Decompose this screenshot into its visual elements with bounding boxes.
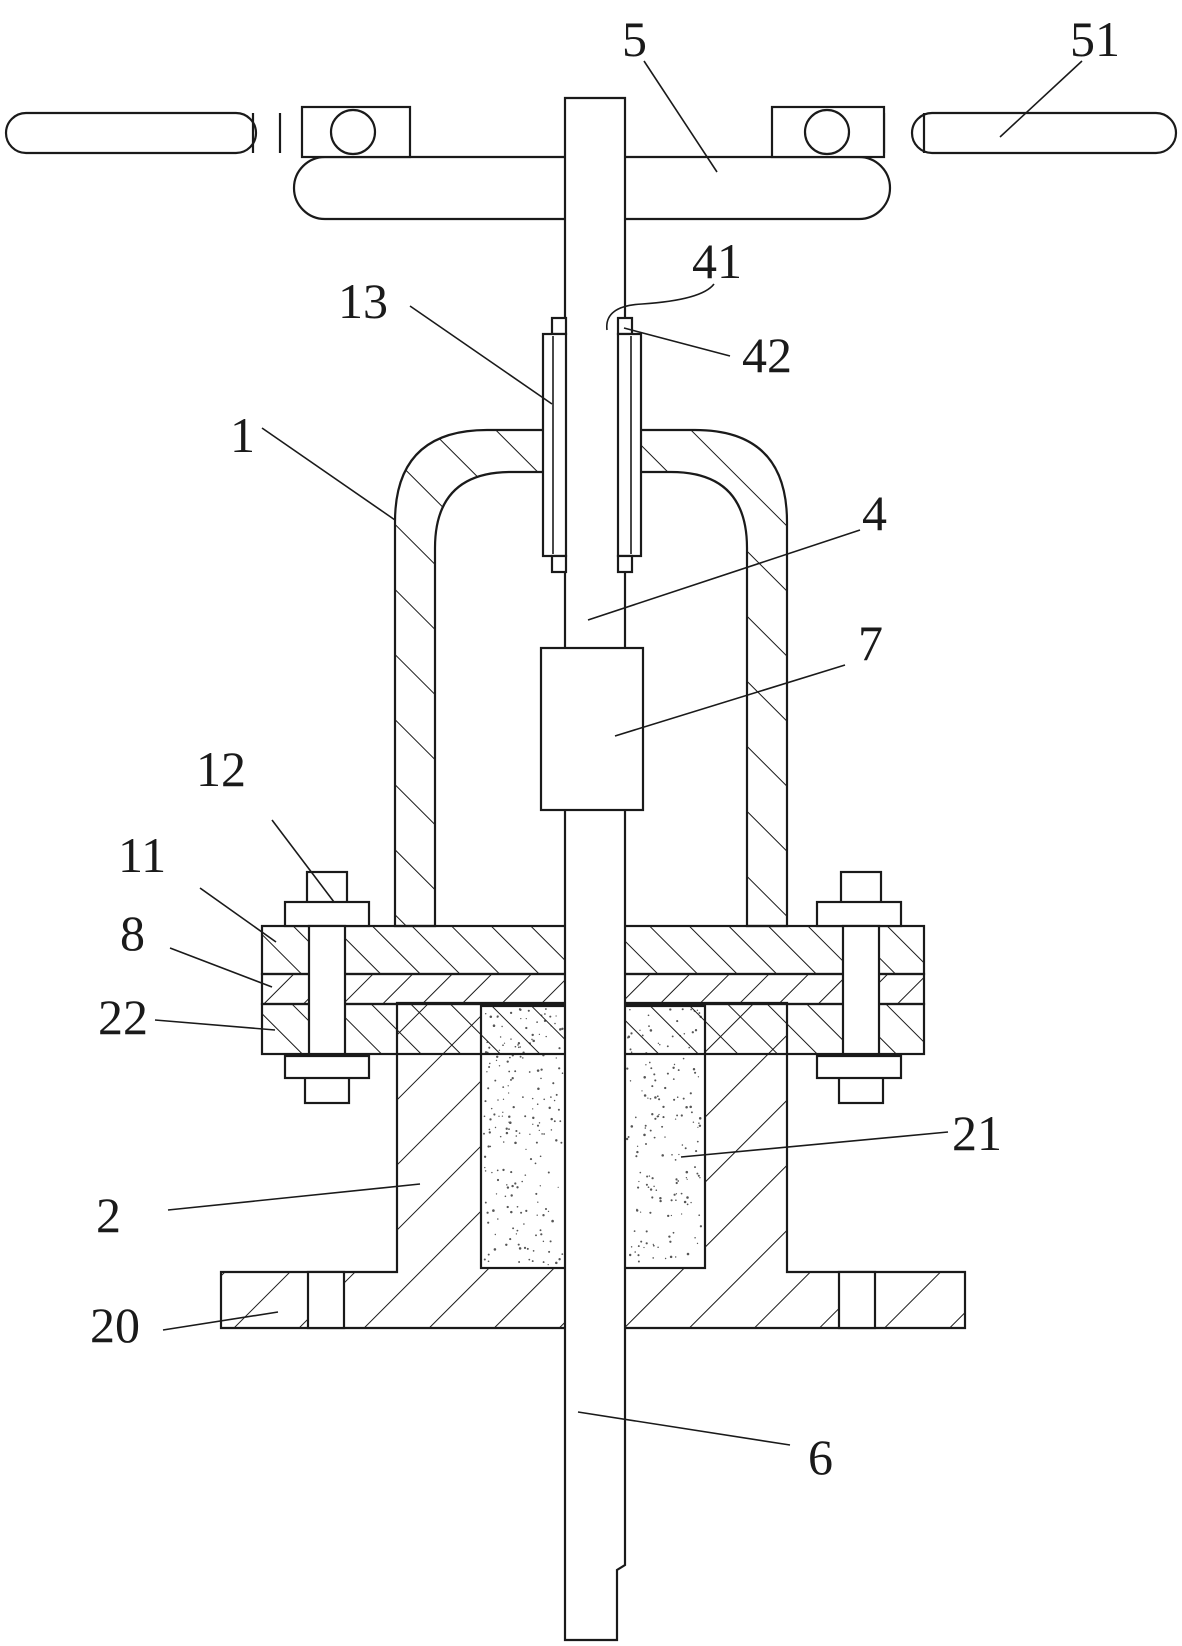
central-shaft <box>563 96 627 1642</box>
guide-rod-left <box>541 316 568 574</box>
label-5: 5 <box>622 11 647 67</box>
label-11: 11 <box>118 827 166 883</box>
clamp-roller-right <box>803 108 851 156</box>
label-12: 12 <box>196 741 246 797</box>
handle-assembly <box>4 105 1178 221</box>
label-22: 22 <box>98 989 148 1045</box>
label-4: 4 <box>862 485 887 541</box>
bolt-left <box>283 870 371 1105</box>
guide-rod-right <box>616 316 643 574</box>
callout-labels: 5 51 41 13 42 1 4 7 12 11 8 22 21 2 20 6 <box>90 11 1120 1485</box>
label-1: 1 <box>230 407 255 463</box>
label-13: 13 <box>338 273 388 329</box>
label-42: 42 <box>742 327 792 383</box>
label-7: 7 <box>858 615 883 671</box>
flange-hole-left <box>306 1270 346 1330</box>
label-41: 41 <box>692 233 742 289</box>
wire-41 <box>606 283 715 331</box>
label-21: 21 <box>952 1105 1002 1161</box>
handle-arm-right <box>910 111 1178 155</box>
clamp-roller-left <box>329 108 377 156</box>
label-20: 20 <box>90 1297 140 1353</box>
bolt-right <box>815 870 903 1105</box>
label-8: 8 <box>120 905 145 961</box>
flange-hole-right <box>837 1270 877 1330</box>
leader-lines <box>154 60 1083 1446</box>
label-51: 51 <box>1070 11 1120 67</box>
handle-arm-left <box>4 111 258 155</box>
label-2: 2 <box>96 1187 121 1243</box>
block-7 <box>539 646 645 812</box>
label-6: 6 <box>808 1429 833 1485</box>
